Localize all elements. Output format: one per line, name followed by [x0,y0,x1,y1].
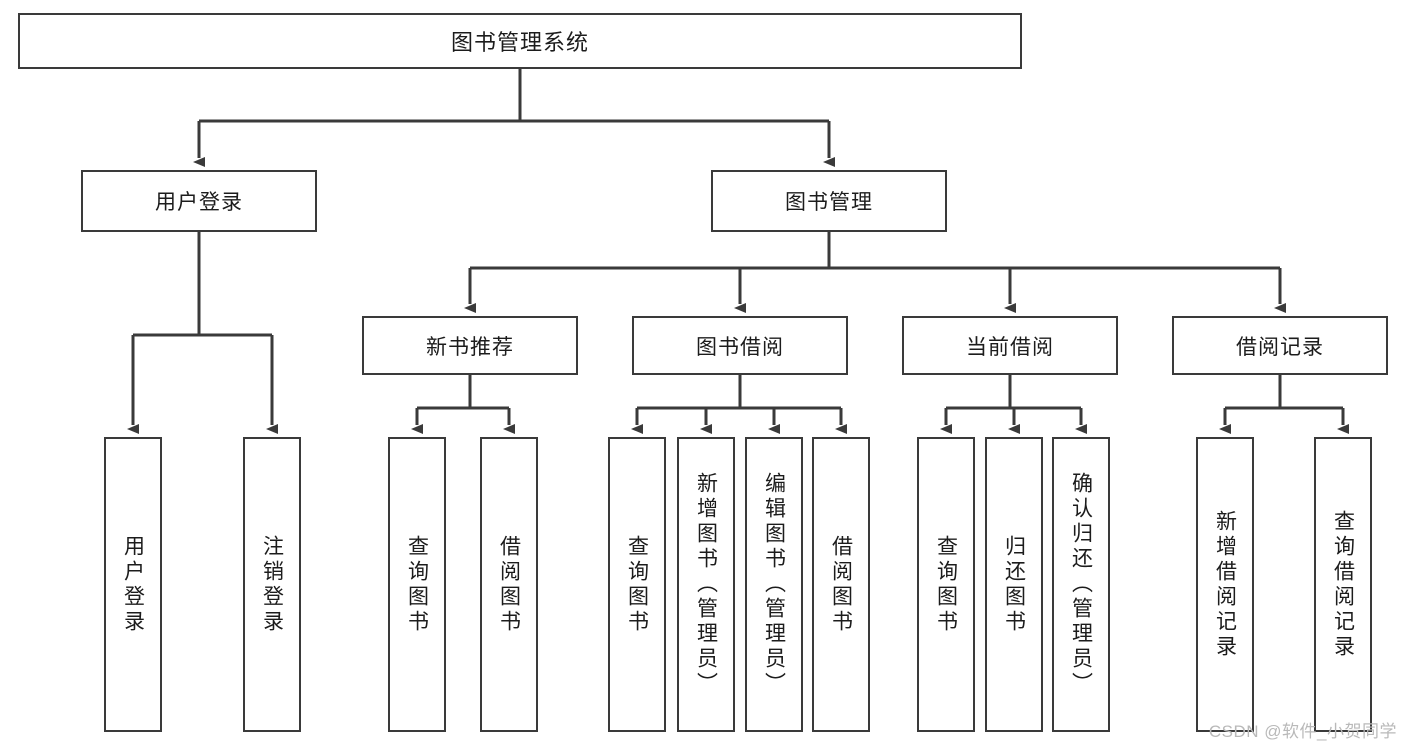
node-current-borrow-label: 当前借阅 [966,335,1054,359]
leaf-user-login-label: 用户登录 [121,534,145,635]
leaf-edit-book[interactable]: 编辑图书（管理员） [745,437,803,732]
leaf-query-record[interactable]: 查询借阅记录 [1314,437,1372,732]
csdn-watermark: CSDN @软件_小贺同学 [1208,722,1397,741]
leaf-user-login[interactable]: 用户登录 [104,437,162,732]
leaf-query-book-1[interactable]: 查询图书 [388,437,446,732]
leaf-query-book-2-label: 查询图书 [625,534,649,635]
node-current-borrow[interactable]: 当前借阅 [902,316,1118,375]
leaf-query-record-label: 查询借阅记录 [1331,509,1355,660]
leaf-confirm-return-label: 确认归还（管理员） [1069,472,1093,697]
node-book-borrow[interactable]: 图书借阅 [632,316,848,375]
leaf-borrow-book-1-label: 借阅图书 [497,534,521,635]
node-user-login-label: 用户登录 [155,191,243,214]
leaf-add-book-label: 新增图书（管理员） [694,472,718,697]
leaf-logout-label: 注销登录 [260,534,284,635]
leaf-query-book-2[interactable]: 查询图书 [608,437,666,732]
leaf-add-record-label: 新增借阅记录 [1213,509,1237,660]
node-book-manage[interactable]: 图书管理 [711,170,947,232]
node-borrow-record-label: 借阅记录 [1236,335,1324,359]
leaf-return-book-label: 归还图书 [1002,534,1026,635]
leaf-query-book-3[interactable]: 查询图书 [917,437,975,732]
node-user-login[interactable]: 用户登录 [81,170,317,232]
leaf-confirm-return[interactable]: 确认归还（管理员） [1052,437,1110,732]
leaf-borrow-book-2-label: 借阅图书 [829,534,853,635]
leaf-borrow-book-1[interactable]: 借阅图书 [480,437,538,732]
leaf-return-book[interactable]: 归还图书 [985,437,1043,732]
node-root[interactable]: 图书管理系统 [18,13,1022,69]
node-book-borrow-label: 图书借阅 [696,335,784,359]
leaf-query-book-3-label: 查询图书 [934,534,958,635]
leaf-logout[interactable]: 注销登录 [243,437,301,732]
leaf-add-book[interactable]: 新增图书（管理员） [677,437,735,732]
node-borrow-record[interactable]: 借阅记录 [1172,316,1388,375]
node-root-label: 图书管理系统 [450,30,589,55]
node-new-book-recommend-label: 新书推荐 [426,335,514,359]
node-book-manage-label: 图书管理 [785,191,873,214]
node-new-book-recommend[interactable]: 新书推荐 [362,316,578,375]
leaf-query-book-1-label: 查询图书 [405,534,429,635]
leaf-add-record[interactable]: 新增借阅记录 [1196,437,1254,732]
leaf-borrow-book-2[interactable]: 借阅图书 [812,437,870,732]
leaf-edit-book-label: 编辑图书（管理员） [762,472,786,697]
